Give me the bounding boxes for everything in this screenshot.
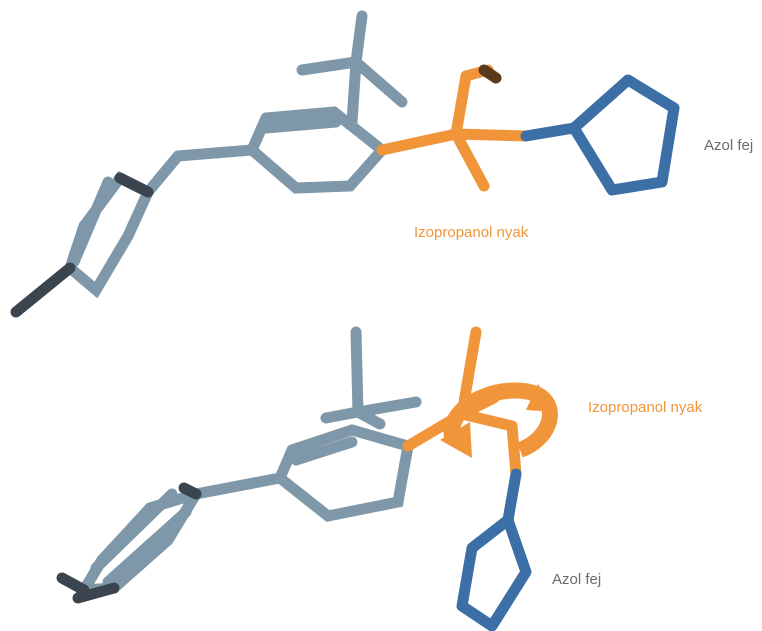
top-head-label: Azol fej: [704, 137, 753, 154]
top-neck-label: Izopropanol nyak: [414, 224, 529, 241]
top-isopropanol-neck: [376, 64, 532, 192]
top-neck-hydroxyl: [478, 64, 502, 84]
top-azole-head: [520, 74, 680, 196]
top-carbon-skeleton: [63, 10, 408, 299]
bottom-carbon-skeleton: [73, 326, 422, 597]
top-carbon-dark: [10, 172, 154, 318]
bottom-neck-label: Izopropanol nyak: [588, 399, 703, 416]
top-molecule: [10, 10, 680, 318]
bottom-head-label: Azol fej: [552, 571, 601, 588]
bottom-azole-head: [456, 468, 532, 631]
bottom-carbon-dark: [56, 482, 202, 604]
bottom-molecule: [56, 326, 558, 631]
rotation-arrow-icon: [440, 382, 558, 458]
